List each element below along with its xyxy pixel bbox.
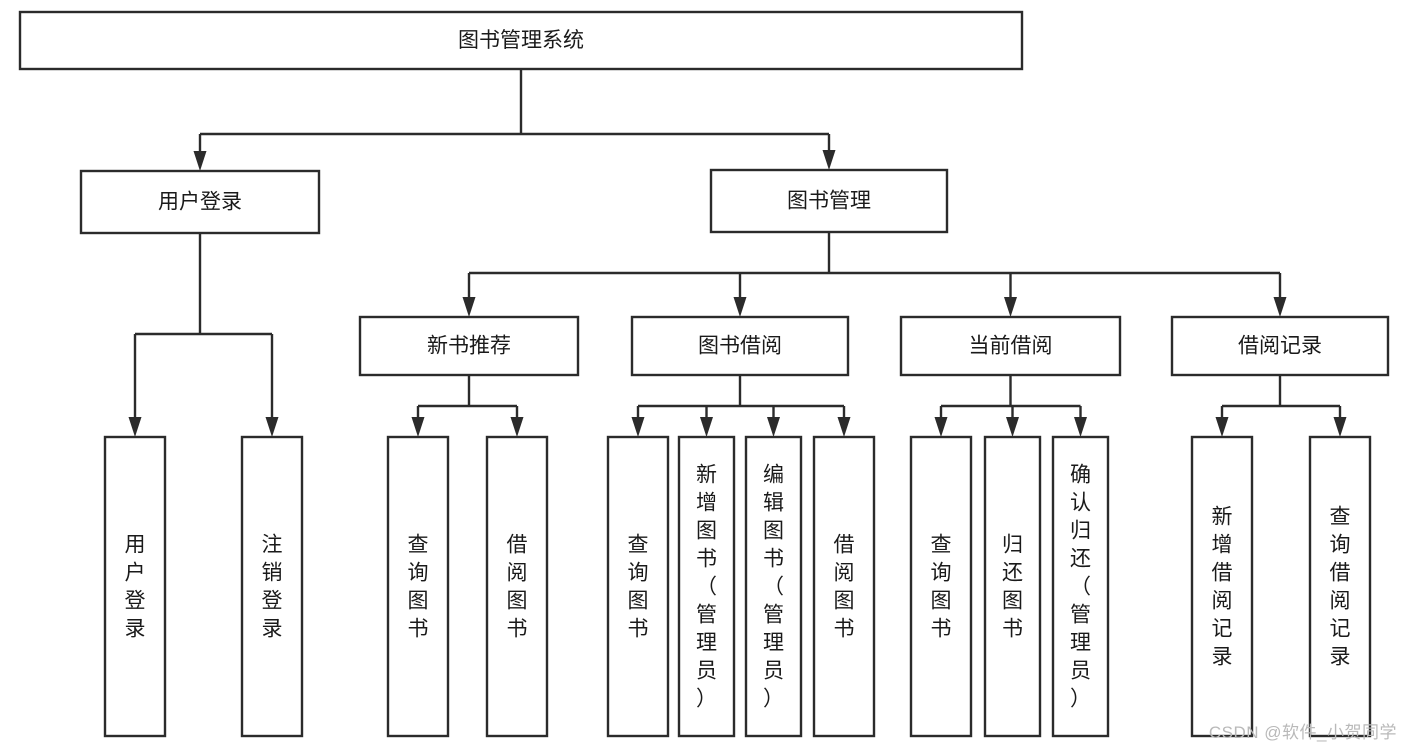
- arrow-head-icon: [128, 417, 142, 437]
- node-label: 归还图书: [1002, 534, 1023, 641]
- conn-root-level2: [193, 69, 836, 171]
- arrow-head-icon: [193, 151, 207, 171]
- node-box[interactable]: [1170, 315, 1390, 377]
- node-layer: 图书管理系统用户登录图书管理新书推荐图书借阅当前借阅借阅记录用户登录注销登录查询…: [18, 10, 1390, 738]
- node-box[interactable]: [386, 435, 450, 738]
- arrow-head-icon: [510, 417, 524, 437]
- conn-recommend-leaves: [411, 375, 524, 437]
- node-box[interactable]: [358, 315, 580, 377]
- node-label: 当前借阅: [969, 335, 1053, 358]
- arrow-head-icon: [733, 297, 747, 317]
- conn-userlogin-leaves: [128, 233, 279, 437]
- node-box[interactable]: [899, 315, 1122, 377]
- node-leaf-return-book[interactable]: 归还图书: [983, 435, 1042, 738]
- node-label: 借阅记录: [1238, 335, 1322, 358]
- node-box[interactable]: [485, 435, 549, 738]
- arrow-head-icon: [1215, 417, 1229, 437]
- node-box[interactable]: [744, 435, 803, 738]
- node-label: 编辑图书（管理员）: [763, 464, 784, 711]
- node-leaf-query-record[interactable]: 查询借阅记录: [1308, 435, 1372, 738]
- node-leaf-confirm-return[interactable]: 确认归还（管理员）: [1051, 435, 1110, 738]
- node-box[interactable]: [1308, 435, 1372, 738]
- node-book-manage[interactable]: 图书管理: [709, 168, 949, 234]
- node-label: 查询图书: [408, 534, 429, 641]
- arrow-head-icon: [700, 417, 713, 437]
- node-box[interactable]: [1190, 435, 1254, 738]
- node-label: 查询图书: [628, 534, 649, 641]
- conn-bookmanage-level3: [462, 232, 1287, 317]
- node-box[interactable]: [812, 435, 876, 738]
- arrow-head-icon: [822, 150, 836, 170]
- arrow-head-icon: [767, 417, 780, 437]
- node-new-book-recommend[interactable]: 新书推荐: [358, 315, 580, 377]
- node-box[interactable]: [103, 435, 167, 738]
- arrow-head-icon: [411, 417, 425, 437]
- node-box[interactable]: [606, 435, 670, 738]
- node-leaf-query-book-3[interactable]: 查询图书: [909, 435, 973, 738]
- arrow-head-icon: [1074, 417, 1087, 437]
- node-leaf-query-book-1[interactable]: 查询图书: [386, 435, 450, 738]
- arrow-head-icon: [837, 417, 851, 437]
- node-leaf-user-login[interactable]: 用户登录: [103, 435, 167, 738]
- node-label: 借阅图书: [507, 534, 528, 641]
- node-label: 查询借阅记录: [1330, 506, 1351, 669]
- node-leaf-edit-book[interactable]: 编辑图书（管理员）: [744, 435, 803, 738]
- csdn-watermark: CSDN @软件_小贺同学: [1208, 723, 1397, 742]
- node-leaf-borrow-book-1[interactable]: 借阅图书: [485, 435, 549, 738]
- node-box[interactable]: [909, 435, 973, 738]
- arrow-head-icon: [1006, 417, 1019, 437]
- node-leaf-add-record[interactable]: 新增借阅记录: [1190, 435, 1254, 738]
- node-box[interactable]: [983, 435, 1042, 738]
- node-box[interactable]: [18, 10, 1024, 71]
- arrow-head-icon: [1004, 297, 1017, 317]
- node-root[interactable]: 图书管理系统: [18, 10, 1024, 71]
- node-box[interactable]: [677, 435, 736, 738]
- node-label: 新增借阅记录: [1212, 506, 1233, 669]
- node-label: 用户登录: [158, 191, 242, 214]
- conn-record-leaves: [1215, 375, 1347, 437]
- conn-borrow-leaves: [631, 375, 851, 437]
- node-label: 图书借阅: [698, 335, 782, 358]
- node-user-login[interactable]: 用户登录: [79, 169, 321, 235]
- node-label: 注销登录: [262, 534, 283, 641]
- node-label: 新增图书（管理员）: [696, 464, 717, 711]
- arrow-head-icon: [934, 417, 948, 437]
- node-book-borrow[interactable]: 图书借阅: [630, 315, 850, 377]
- node-box[interactable]: [709, 168, 949, 234]
- node-box[interactable]: [630, 315, 850, 377]
- arrow-head-icon: [631, 417, 645, 437]
- arrow-head-icon: [265, 417, 279, 437]
- arrow-head-icon: [462, 297, 476, 317]
- node-box[interactable]: [1051, 435, 1110, 738]
- node-label: 借阅图书: [834, 534, 855, 641]
- node-leaf-logout[interactable]: 注销登录: [240, 435, 304, 738]
- node-leaf-query-book-2[interactable]: 查询图书: [606, 435, 670, 738]
- node-leaf-borrow-book-2[interactable]: 借阅图书: [812, 435, 876, 738]
- conn-current-leaves: [934, 375, 1087, 437]
- node-box[interactable]: [240, 435, 304, 738]
- connector-layer: [128, 69, 1347, 437]
- node-borrow-record[interactable]: 借阅记录: [1170, 315, 1390, 377]
- node-label: 查询图书: [931, 534, 952, 641]
- node-label: 图书管理系统: [458, 29, 584, 52]
- node-leaf-add-book[interactable]: 新增图书（管理员）: [677, 435, 736, 738]
- node-label: 新书推荐: [427, 335, 511, 358]
- arrow-head-icon: [1333, 417, 1347, 437]
- node-label: 图书管理: [787, 190, 871, 213]
- node-current-borrow[interactable]: 当前借阅: [899, 315, 1122, 377]
- node-label: 确认归还（管理员）: [1070, 464, 1091, 711]
- node-label: 用户登录: [125, 534, 146, 641]
- node-box[interactable]: [79, 169, 321, 235]
- arrow-head-icon: [1273, 297, 1287, 317]
